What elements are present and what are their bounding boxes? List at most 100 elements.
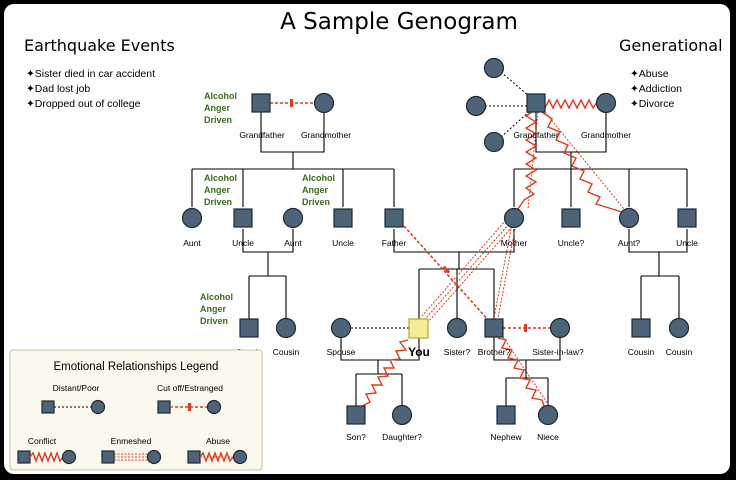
- paternal-grandmother-node: [313, 92, 335, 114]
- father-node: [384, 208, 404, 228]
- uncle-node: [561, 208, 581, 228]
- svg-text:Alcohol: Alcohol: [204, 173, 237, 183]
- legend-square-icon: [17, 450, 31, 464]
- brother-node: [484, 318, 504, 338]
- svg-text:Anger: Anger: [204, 185, 231, 195]
- person-label: Uncle: [676, 238, 698, 248]
- genogram-slide: A Sample Genogram Earthquake Events Gene…: [4, 4, 730, 474]
- person-label: Grandfather: [239, 130, 285, 140]
- cousin-node: [631, 318, 651, 338]
- aunt-node: [282, 207, 304, 229]
- mother-node: [503, 207, 525, 229]
- son-node: [346, 405, 366, 425]
- right-bullet: ✦Abuse: [630, 68, 669, 80]
- person-label: You: [408, 345, 430, 359]
- left-heading: Earthquake Events: [24, 36, 175, 55]
- spouse-node: [330, 317, 352, 339]
- person-label: Uncle: [332, 238, 354, 248]
- right-bullet: ✦Addiction: [630, 83, 682, 95]
- legend-circle-icon: [232, 449, 248, 465]
- right-heading: Generational: [619, 36, 723, 55]
- legend-square-icon: [157, 400, 171, 414]
- person-label: Son?: [346, 432, 366, 442]
- person-label: Daughter?: [382, 432, 422, 442]
- uncle-node: [677, 208, 697, 228]
- person-label: Mother: [501, 238, 528, 248]
- cousin-node: [668, 317, 690, 339]
- person-label: Aunt?: [618, 238, 640, 248]
- legend-circle-icon: [206, 399, 222, 415]
- genogram-diagram: A Sample Genogram Earthquake Events Gene…: [9, 9, 723, 471]
- maternal-relative-node: [483, 57, 505, 79]
- trait-tag-uncle-2: Alcohol Anger Driven: [302, 173, 335, 207]
- trait-tags: Alcohol Anger Driven Alcohol Anger Drive…: [200, 91, 335, 326]
- legend-square-icon: [41, 400, 55, 414]
- trait-tag-paternal-grandfather: Alcohol Anger Driven: [204, 91, 237, 125]
- nephew-node: [496, 405, 516, 425]
- svg-text:Anger: Anger: [302, 185, 329, 195]
- legend-label-enmeshed: Enmeshed: [111, 436, 152, 446]
- people: [181, 57, 697, 426]
- person-labels: Grandfather Grandmother Grandfather Gran…: [183, 130, 698, 442]
- daughter-node: [391, 404, 413, 426]
- legend-circle-icon: [146, 449, 162, 465]
- person-label: Cousin: [666, 347, 693, 357]
- paternal-grandfather-node: [251, 93, 271, 113]
- svg-text:Anger: Anger: [200, 304, 227, 314]
- person-label: Cousin: [628, 347, 655, 357]
- person-label: Grandfather: [513, 130, 559, 140]
- person-label: Grandmother: [301, 130, 351, 140]
- person-label: Father: [382, 238, 407, 248]
- maternal-grandmother-node: [595, 92, 617, 114]
- person-label: Uncle?: [558, 238, 585, 248]
- legend-label-abuse: Abuse: [206, 436, 230, 446]
- person-label: Cousin: [273, 347, 300, 357]
- legend-label-conflict: Conflict: [28, 436, 57, 446]
- person-label: Grandmother: [581, 130, 631, 140]
- relationship-lines: [270, 71, 625, 408]
- svg-text:Driven: Driven: [204, 197, 232, 207]
- relationships-legend: Emotional Relationships Legend Distant/P…: [9, 349, 263, 471]
- person-label: Sister-in-law?: [532, 347, 584, 357]
- legend-title: Emotional Relationships Legend: [54, 361, 219, 373]
- legend-label-distant: Distant/Poor: [53, 383, 100, 393]
- person-label: Sister?: [444, 347, 471, 357]
- sister-in-law-node: [549, 317, 571, 339]
- svg-text:Alcohol: Alcohol: [302, 173, 335, 183]
- svg-text:Anger: Anger: [204, 103, 231, 113]
- person-label: Spouse: [327, 347, 356, 357]
- aunt-node: [181, 207, 203, 229]
- person-label: Niece: [537, 432, 559, 442]
- page-title: A Sample Genogram: [280, 9, 518, 35]
- svg-text:Driven: Driven: [302, 197, 330, 207]
- svg-text:Alcohol: Alcohol: [204, 91, 237, 101]
- right-bullet: ✦Divorce: [630, 98, 675, 110]
- trait-tag-uncle: Alcohol Anger Driven: [204, 173, 237, 207]
- family-lines: [191, 112, 688, 406]
- person-label: Aunt: [284, 238, 302, 248]
- svg-text:Driven: Driven: [204, 115, 232, 125]
- maternal-relative-node: [465, 95, 487, 117]
- svg-text:Driven: Driven: [200, 316, 228, 326]
- left-bullet: ✦Sister died in car accident: [26, 68, 155, 80]
- niece-node: [537, 404, 559, 426]
- person-label: Uncle: [232, 238, 254, 248]
- person-label: Brother?: [478, 347, 511, 357]
- cousin-node: [275, 317, 297, 339]
- legend-square-icon: [101, 450, 115, 464]
- cousin-node: [239, 318, 259, 338]
- legend-circle-icon: [61, 449, 77, 465]
- person-label: Nephew: [490, 432, 522, 442]
- uncle-node: [333, 208, 353, 228]
- you-node: [408, 318, 429, 339]
- legend-box: [9, 349, 263, 471]
- left-bullet: ✦Dropped out of college: [26, 98, 141, 110]
- left-bullet: ✦Dad lost job: [26, 83, 90, 95]
- legend-square-icon: [187, 450, 201, 464]
- svg-text:Alcohol: Alcohol: [200, 292, 233, 302]
- uncle-node: [233, 208, 253, 228]
- sister-node: [446, 317, 468, 339]
- legend-label-cutoff: Cut off/Estranged: [157, 383, 223, 393]
- trait-tag-cousin: Alcohol Anger Driven: [200, 292, 233, 326]
- person-label: Aunt: [183, 238, 201, 248]
